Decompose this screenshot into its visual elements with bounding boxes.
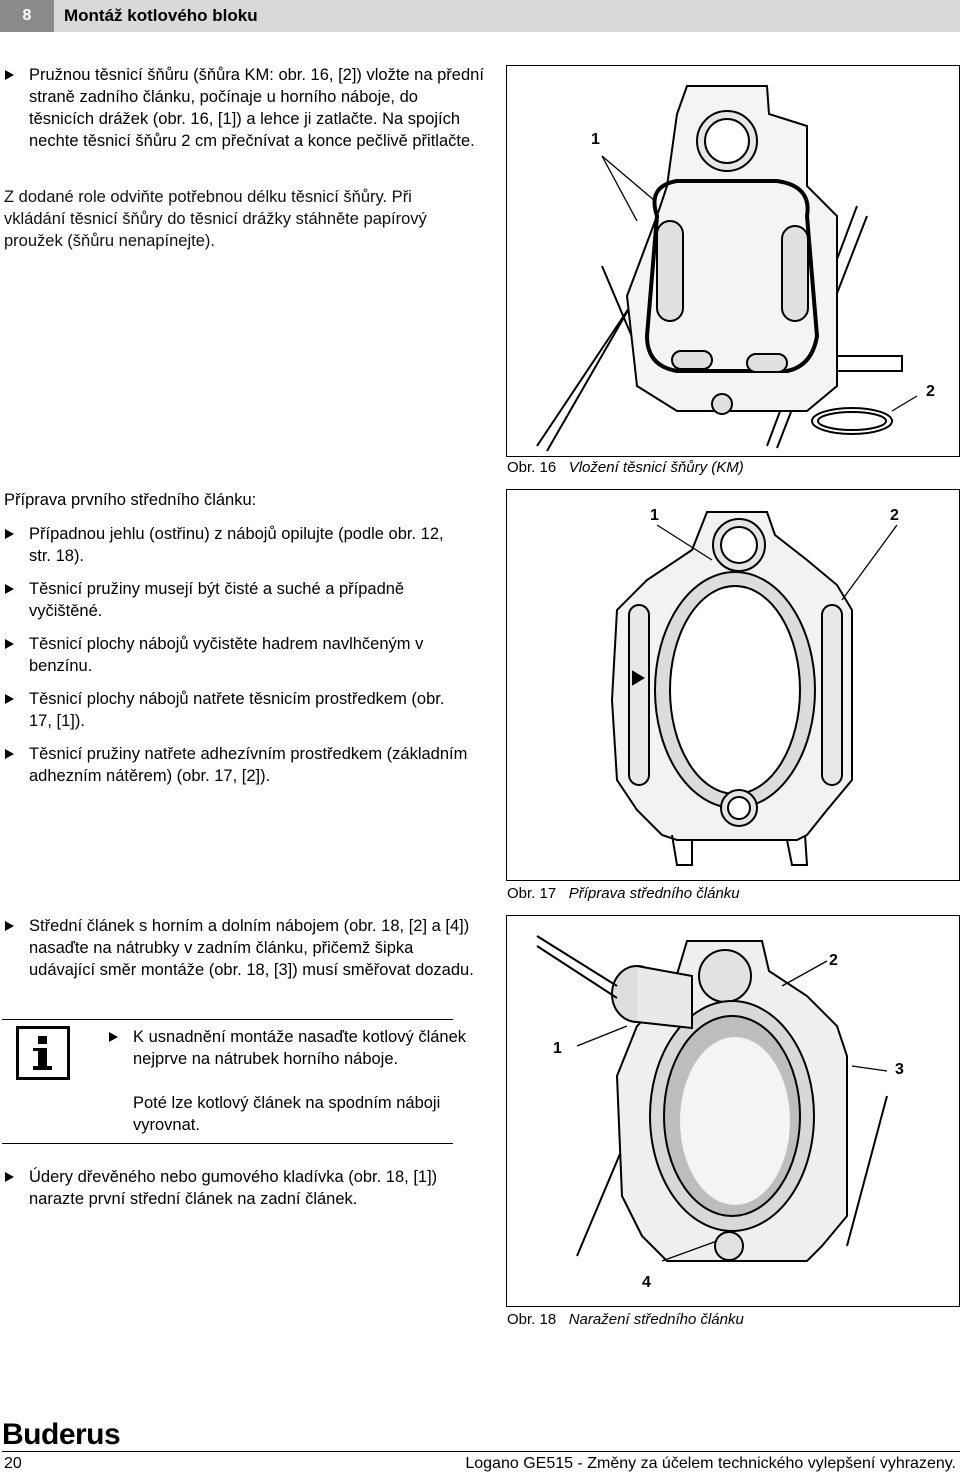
bullet-arrow-icon [109, 1032, 118, 1042]
info-bullet: K usnadnění montáže nasaďte kotlový člán… [106, 1026, 478, 1070]
bullet-arrow-icon [5, 639, 14, 649]
instruction-text: Těsnicí pružiny musejí být čisté a suché… [29, 580, 405, 620]
callout-1: 1 [553, 1040, 562, 1057]
section-heading: Příprava prvního středního článku: [4, 491, 257, 509]
bullet-arrow-icon [5, 584, 14, 594]
bullet-arrow-icon [5, 921, 14, 931]
boiler-rear-section-illustration [536, 85, 918, 452]
instruction-bullet: Těsnicí plochy nábojů natřete těsnicím p… [2, 688, 469, 732]
chapter-title: Montáž kotlového bloku [64, 6, 258, 25]
figure-title: Naražení středního článku [568, 1311, 744, 1328]
bullet-arrow-icon [5, 749, 14, 759]
instruction-bullet: Údery dřevěného nebo gumového kladívka (… [2, 1166, 474, 1210]
instruction-text: Těsnicí plochy nábojů vyčistěte hadrem n… [29, 635, 424, 675]
figure-18-caption: Obr. 18 Naražení středního článku [507, 1311, 744, 1329]
document-title: Logano GE515 - Změny za účelem technické… [465, 1455, 956, 1472]
info-icon [16, 1026, 70, 1080]
figure-16-caption: Obr. 16 Vložení těsnicí šňůry (KM) [507, 459, 744, 477]
bullet-arrow-icon [5, 529, 14, 539]
figure-title: Příprava středního článku [568, 885, 740, 902]
figure-number: Obr. 18 [507, 1311, 557, 1328]
figure-17-caption: Obr. 17 Příprava středního článku [507, 885, 740, 903]
callout-4: 4 [642, 1274, 651, 1291]
instruction-text: Údery dřevěného nebo gumového kladívka (… [29, 1168, 438, 1208]
bullet-arrow-icon [5, 694, 14, 704]
callout-2: 2 [829, 952, 838, 969]
bullet-arrow-icon [5, 1172, 14, 1182]
figure-16: 1 2 [506, 65, 960, 457]
figure-17: 1 2 [506, 489, 960, 881]
instruction-bullet: Pružnou těsnicí šňůru (šňůra KM: obr. 16… [2, 64, 484, 152]
info-text: Poté lze kotlový článek na spodním náboj… [133, 1094, 441, 1134]
footer-divider [2, 1451, 960, 1452]
instruction-text: Střední článek s horním a dolním nábojem… [29, 917, 474, 979]
callout-2: 2 [890, 507, 899, 524]
callout-2: 2 [926, 383, 935, 400]
chapter-header-bar [54, 0, 960, 32]
instruction-bullet: Těsnicí pružiny natřete adhezívním prost… [2, 743, 469, 787]
instruction-bullet: Případnou jehlu (ostřinu) z nábojů opilu… [2, 523, 469, 567]
middle-section-illustration [610, 511, 898, 866]
figure-title: Vložení těsnicí šňůry (KM) [568, 459, 744, 476]
page-number: 20 [4, 1455, 22, 1472]
buderus-logo: Buderus [2, 1418, 121, 1451]
info-bullet-text: K usnadnění montáže nasaďte kotlový člán… [133, 1028, 467, 1068]
instruction-text: Případnou jehlu (ostřinu) z nábojů opilu… [29, 525, 444, 565]
instruction-text: Pružnou těsnicí šňůru (šňůra KM: obr. 16… [29, 66, 484, 150]
callout-1: 1 [591, 131, 600, 148]
chapter-number: 8 [0, 0, 54, 32]
mounting-middle-section-illustration [536, 935, 888, 1262]
info-divider-top [2, 1019, 453, 1020]
figure-18: 1 2 3 4 [506, 915, 960, 1307]
figure-number: Obr. 16 [507, 459, 557, 476]
bullet-arrow-icon [5, 70, 14, 80]
callout-3: 3 [895, 1061, 904, 1078]
figure-number: Obr. 17 [507, 885, 557, 902]
instruction-bullet: Těsnicí pružiny musejí být čisté a suché… [2, 578, 469, 622]
instruction-bullet: Těsnicí plochy nábojů vyčistěte hadrem n… [2, 633, 469, 677]
instruction-text: Těsnicí pružiny natřete adhezívním prost… [29, 745, 468, 785]
instruction-bullet: Střední článek s horním a dolním nábojem… [2, 915, 474, 981]
note-text: Z dodané role odviňte potřebnou délku tě… [4, 188, 427, 250]
instruction-text: Těsnicí plochy nábojů natřete těsnicím p… [29, 690, 445, 730]
callout-1: 1 [650, 507, 659, 524]
info-divider-bottom [2, 1143, 453, 1144]
